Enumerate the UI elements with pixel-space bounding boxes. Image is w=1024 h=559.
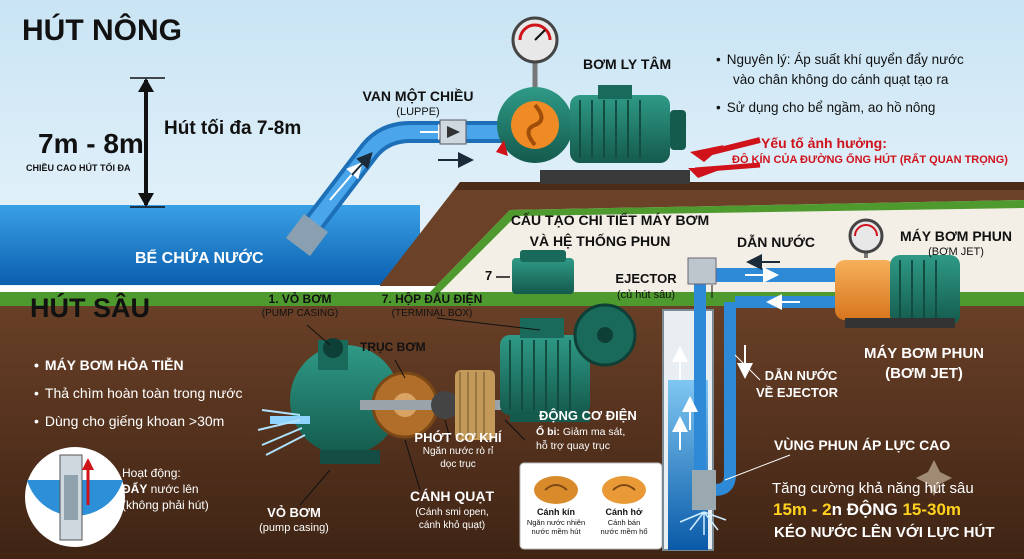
open-impeller-sub-2: nước mềm hổ	[600, 527, 648, 536]
factor-text: ĐỘ KÍN CỦA ĐƯỜNG ỐNG HÚT (RẤT QUAN TRỌNG…	[732, 154, 1008, 166]
boost-text: Tăng cường khả năng hút sâu	[772, 480, 974, 497]
suction-height-caption: CHIỀU CAO HÚT TỐI ĐA	[26, 163, 131, 173]
ejector-label: EJECTOR	[615, 271, 677, 286]
deep-suction-title: HÚT SÂU	[30, 293, 150, 323]
suction-height-value: 7m - 8m	[38, 128, 144, 159]
casing-label: 1. VỎ BƠM	[268, 292, 332, 306]
casing-sub: (PUMP CASING)	[261, 308, 339, 319]
impeller-sub-1: (Cánh smi open,	[415, 507, 489, 518]
impeller-sub-2: cánh khỏ quạt)	[418, 520, 486, 531]
pump-base	[540, 170, 690, 184]
closed-impeller-title: Cánh kín	[536, 507, 576, 517]
motor-label: ĐỘNG CƠ ĐIỆN	[539, 408, 637, 423]
impeller-label: CÁNH QUẠT	[410, 488, 494, 504]
deep-point-3: Dùng cho giếng khoan >30m	[34, 413, 224, 429]
detail-title-2: VÀ HỆ THỐNG PHUN	[529, 233, 671, 249]
operation-rest: nước lên	[147, 482, 199, 496]
seal-sub-2: dọc trục	[440, 459, 476, 470]
closed-impeller-sub-2: nước mềm hút	[531, 527, 581, 536]
jet-pump-label-bottom: MÁY BƠM PHUN	[863, 345, 985, 362]
depth-mid: n ĐỘNG	[831, 500, 903, 519]
principle-line-1: Nguyên lý: Áp suất khí quyển đẩy nước	[716, 52, 964, 67]
rotor	[455, 370, 495, 440]
return-line-1: DẪN NƯỚC	[764, 368, 838, 383]
open-impeller-title: Cánh hở	[605, 507, 643, 517]
mechanical-seal	[431, 391, 459, 419]
depth-a: 15m - 2	[773, 500, 832, 519]
seal-sub-1: Ngăn nước rò rỉ	[422, 446, 494, 457]
factor-title: Yếu tố ảnh hưởng:	[761, 135, 887, 151]
max-suction-label: Hút tối đa 7-8m	[164, 118, 302, 139]
tank-water	[0, 205, 420, 285]
detail-title-1: CẤU TẠO CHI TIẾT MÁY BƠM	[510, 212, 710, 228]
operation-line-3: (không phải hút)	[122, 498, 209, 512]
terminal-box-sub: (TERMINAL BOX)	[391, 308, 473, 319]
deep-point-1: MÁY BƠM HỎA TIỄN	[34, 357, 184, 373]
usage-text: Sử dụng cho bể ngầm, ao hồ nông	[716, 100, 936, 115]
check-valve-label: VAN MỘT CHIỀU	[362, 88, 474, 104]
depth-b: 15-30m	[902, 500, 962, 519]
principle-line-2: vào chân không do cánh quạt tạo ra	[733, 72, 949, 87]
casing-bottom-sub: (pump casing)	[259, 522, 329, 534]
jet-pump-label-top: MÁY BƠM PHUN	[899, 228, 1013, 244]
spray-zone-label: VÙNG PHUN ÁP LỰC CAO	[774, 437, 951, 453]
closed-impeller-icon	[534, 476, 578, 504]
pump-casing	[290, 345, 400, 455]
casing-bottom-label: VỎ BƠM	[267, 505, 321, 520]
depth-line: 15m - 2n ĐỘNG 15-30m	[773, 500, 961, 520]
impeller-types-box	[519, 462, 663, 550]
operation-line-1: Hoạt động:	[122, 466, 181, 480]
shallow-suction-title: HÚT NÔNG	[22, 14, 182, 47]
operation-line-2: ĐẨY nước lên	[122, 482, 199, 496]
ejector-tee	[687, 257, 717, 285]
return-line-2: VỀ EJECTOR	[755, 385, 839, 400]
seal-label: PHỚT CƠ KHÍ	[414, 430, 502, 445]
bearing-label: Ổ bi: Giảm ma sát,	[536, 426, 625, 438]
open-impeller-icon	[602, 476, 646, 504]
centrifugal-motor	[570, 95, 670, 163]
water-tank-label: BỂ CHỨA NƯỚC	[135, 250, 264, 267]
bearing-text: Giảm ma sát,	[559, 426, 626, 438]
operation-bold: ĐẨY	[122, 482, 148, 496]
closed-impeller-sub-1: Ngăn nước nhiên	[526, 518, 586, 527]
terminal-box-label: 7. HỘP ĐẤU ĐIỆN	[381, 292, 483, 306]
ejector-body	[692, 470, 716, 510]
bearing-bold: Ổ bi:	[536, 426, 560, 438]
terminal-box	[512, 258, 574, 294]
foot-valve-strainer	[285, 213, 329, 257]
jet-pump-sub-bottom: (BƠM JET)	[885, 365, 963, 382]
centrifugal-pump-label: BƠM LY TÂM	[583, 56, 672, 72]
bearing-text-2: hỗ trợ quay trục	[536, 440, 611, 452]
shaft-label: TRỤC BƠM	[360, 340, 426, 354]
water-feed-label: DẪN NƯỚC	[737, 234, 815, 250]
jet-pump-head	[835, 260, 895, 320]
jet-pump-sub-top: (BƠM JET)	[928, 246, 984, 258]
open-impeller-sub-1: Cánh bán	[607, 518, 641, 527]
ejector-sub: (củ hút sâu)	[616, 289, 676, 301]
pull-text: KÉO NƯỚC LÊN VỚI LỰC HÚT	[774, 524, 995, 541]
deep-point-2: Thả chìm hoàn toàn trong nước	[34, 385, 243, 401]
terminal-box-number: 7	[485, 268, 493, 283]
check-valve-sub: (LUPPE)	[396, 106, 440, 118]
